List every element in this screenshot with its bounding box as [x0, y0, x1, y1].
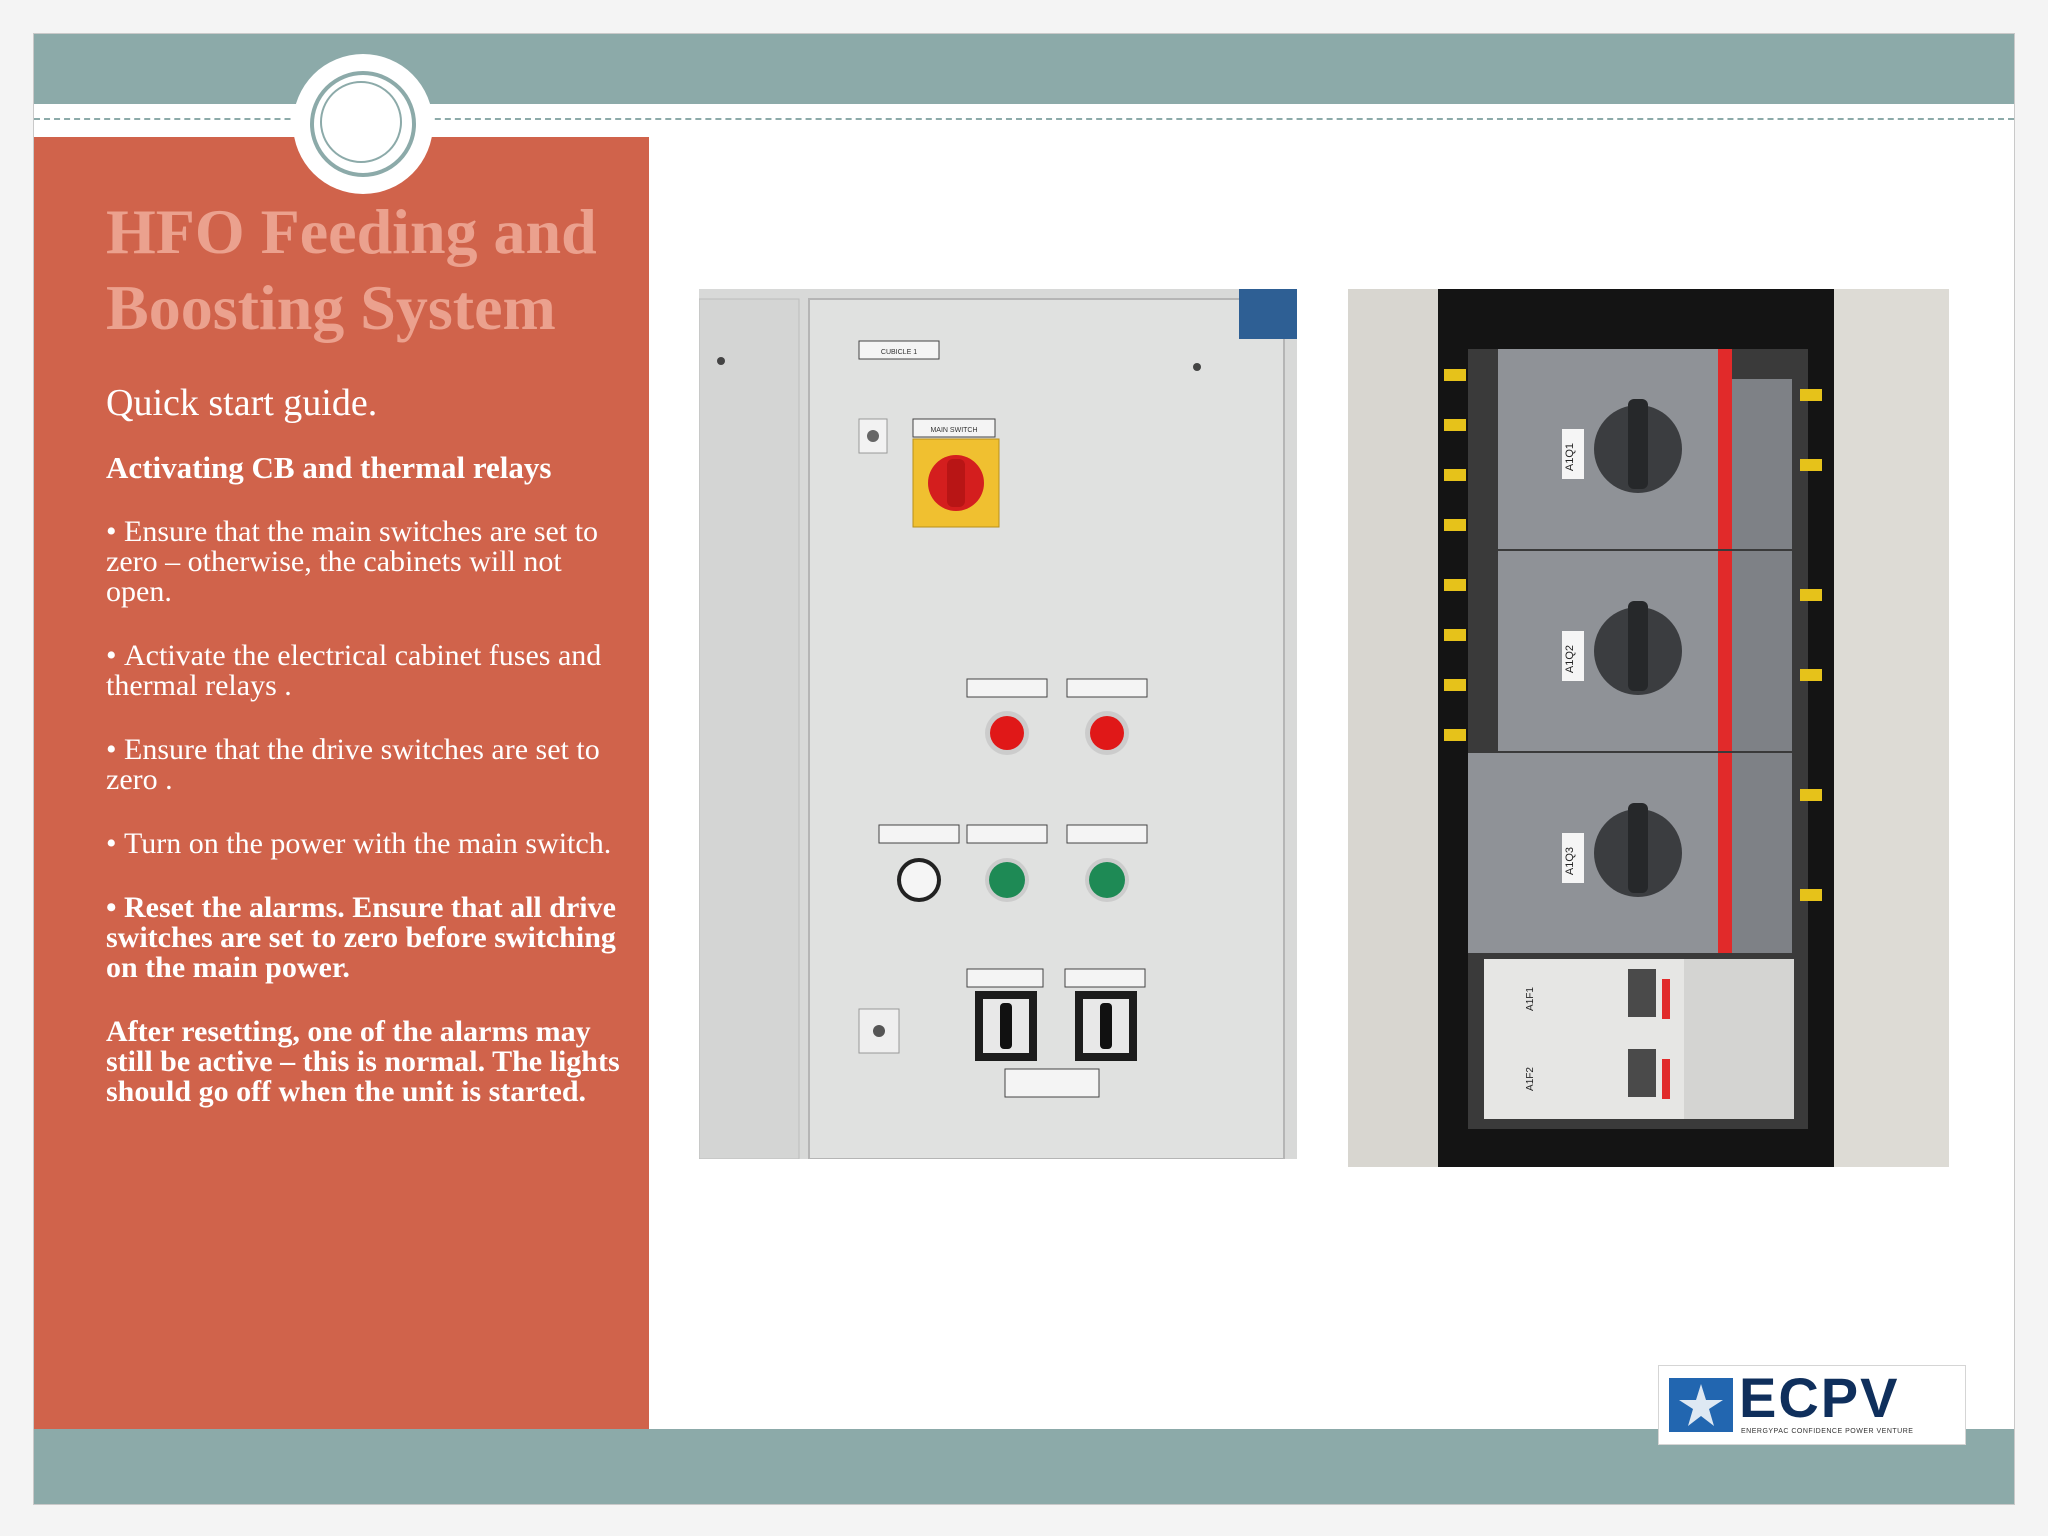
breaker-label-a1q1: A1Q1	[1564, 443, 1576, 471]
breaker-label-a1f1: A1F1	[1525, 987, 1536, 1011]
decorative-inner-ring	[320, 81, 402, 163]
breaker-label-a1q3: A1Q3	[1564, 847, 1576, 875]
control-panel-photo: CUBICLE 1 MAIN SWITCH	[699, 289, 1297, 1159]
logo-wordmark: ECPV	[1739, 1366, 1900, 1429]
slide-subtitle: Quick start guide.	[106, 382, 378, 424]
cubicle-label: CUBICLE 1	[881, 349, 917, 356]
control-panel-illustration: CUBICLE 1 MAIN SWITCH	[699, 289, 1297, 1159]
breaker-panel-illustration: A1Q1 A1Q2 A1Q3 A1F1 A1F2	[1348, 289, 1949, 1167]
logo-tagline: ENERGYPAC CONFIDENCE POWER VENTURE	[1741, 1428, 1914, 1435]
company-logo: ECPV ENERGYPAC CONFIDENCE POWER VENTURE	[1658, 1365, 1966, 1445]
step-2: Activate the electrical cabinet fuses an…	[106, 641, 626, 701]
motor-starters	[1468, 349, 1792, 953]
text-block: HFO Feeding and Boosting System Quick st…	[106, 194, 626, 1107]
logo-star-icon	[1669, 1378, 1733, 1432]
slide-title: HFO Feeding and Boosting System	[106, 196, 597, 343]
step-4: Turn on the power with the main switch.	[106, 829, 626, 859]
breaker-panel-photo: A1Q1 A1Q2 A1Q3 A1F1 A1F2	[1348, 289, 1949, 1167]
circuit-breakers	[1484, 959, 1794, 1119]
dashed-divider	[34, 118, 2014, 120]
note: After resetting, one of the alarms may s…	[106, 1015, 620, 1108]
step-1: Ensure that the main switches are set to…	[106, 517, 626, 607]
section-heading: Activating CB and thermal relays	[106, 450, 552, 485]
slide: HFO Feeding and Boosting System Quick st…	[33, 33, 2015, 1505]
breaker-label-a1q2: A1Q2	[1564, 645, 1576, 673]
step-5: Reset the alarms. Ensure that all drive …	[106, 893, 626, 983]
step-3: Ensure that the drive switches are set t…	[106, 735, 626, 795]
main-switch-label: MAIN SWITCH	[930, 427, 977, 434]
breaker-label-a1f2: A1F2	[1525, 1067, 1536, 1091]
